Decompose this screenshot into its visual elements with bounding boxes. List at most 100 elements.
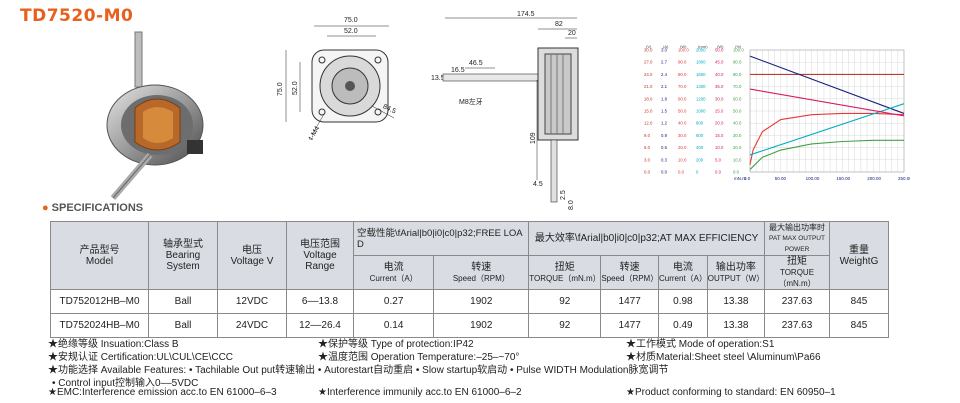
- column-unit: (A): [663, 44, 669, 49]
- note-control: • Control input控制输入0––5VDC: [52, 378, 199, 389]
- y-tick-label: 5.0: [715, 157, 722, 162]
- y-tick-label: 50.0: [678, 109, 687, 114]
- y-tick-label: 50.0: [715, 48, 724, 53]
- specifications-label: SPECIFICATIONS: [51, 202, 144, 214]
- note-certification: ★安规认证 Certification:UL\CUL\CE\CCC: [48, 352, 234, 363]
- y-tick-label: 30.0: [678, 133, 687, 138]
- note-standard: ★Product conforming to standard: EN 6095…: [626, 387, 836, 398]
- y-tick-label: 0.0: [644, 170, 651, 175]
- series-line-5: [749, 139, 904, 170]
- y-tick-label: 0.0: [661, 170, 668, 175]
- y-tick-label: 0.3: [661, 157, 668, 162]
- note-mode: ★工作模式 Mode of operation:S1: [626, 339, 775, 350]
- y-tick-label: 800: [696, 121, 704, 126]
- column-unit: (rpm): [698, 44, 708, 49]
- motor-photo: [106, 31, 204, 200]
- note-protection: ★保护等级 Type of protection:IP42: [318, 339, 474, 350]
- y-tick-label: 2.7: [661, 60, 668, 65]
- col-free-load: 空载性能\fArial|b0|i0|c0|p32;FREE LOAD: [352, 221, 530, 256]
- y-tick-label: 1600: [696, 72, 706, 77]
- dim-shaft1: 46.5: [469, 60, 483, 67]
- y-tick-label: 0.0: [715, 170, 722, 175]
- dim-body: 82: [555, 21, 563, 28]
- y-tick-label: 0.0: [733, 170, 740, 175]
- product-title: TD7520-M0: [20, 6, 134, 26]
- y-tick-label: 80.0: [733, 72, 742, 77]
- note-insulation: ★绝缘等级 Insuation:Class B: [48, 339, 179, 350]
- y-tick-label: 2000: [696, 48, 706, 53]
- y-tick-label: 50.0: [733, 109, 742, 114]
- dim-t1: 2.5: [560, 190, 567, 200]
- y-tick-label: 30.0: [715, 96, 724, 101]
- y-tick-label: 24.0: [644, 72, 653, 77]
- column-unit: (V): [646, 44, 652, 49]
- y-tick-label: 20.0: [715, 121, 724, 126]
- y-tick-label: 90.0: [733, 60, 742, 65]
- dim-tip: 4.5: [533, 181, 543, 188]
- series-line-3: [749, 103, 905, 156]
- y-tick-label: 70.0: [678, 84, 687, 89]
- x-tick-label: 150.00: [836, 176, 850, 181]
- y-tick-label: 30.0: [733, 133, 742, 138]
- y-tick-label: 2.1: [661, 84, 668, 89]
- y-tick-label: 40.0: [733, 121, 742, 126]
- dim-shaft3: 13.5: [431, 75, 445, 82]
- y-tick-label: 6.0: [644, 145, 651, 150]
- y-tick-label: 0.9: [661, 133, 668, 138]
- y-tick-label: 200: [696, 157, 704, 162]
- dim-height-52: 52.0: [292, 81, 299, 95]
- series-line-2: [749, 112, 905, 165]
- dim-total: 174.5: [517, 11, 535, 18]
- y-tick-label: 1800: [696, 60, 706, 65]
- plot-frame: [749, 49, 905, 173]
- y-tick-label: 1400: [696, 84, 706, 89]
- y-tick-label: 10.0: [678, 157, 687, 162]
- y-tick-label: 25.0: [715, 109, 724, 114]
- specifications-heading: ●SPECIFICATIONS: [42, 202, 143, 214]
- y-tick-label: 9.0: [644, 133, 651, 138]
- performance-chart: VoltageCurrentPinSpeedPoutEff(V)(A)(W)(r…: [644, 44, 910, 181]
- y-tick-label: 15.0: [715, 133, 724, 138]
- y-tick-label: 60.0: [678, 96, 687, 101]
- y-tick-label: 21.0: [644, 84, 653, 89]
- dim-gap: 20: [568, 30, 576, 37]
- column-unit: (W): [717, 44, 724, 49]
- y-tick-label: 15.0: [644, 109, 653, 114]
- y-tick-label: 35.0: [715, 84, 724, 89]
- y-tick-label: 100.0: [678, 48, 689, 53]
- note-emc: ★EMC:Interference emission acc.to EN 610…: [48, 387, 277, 398]
- y-tick-label: 0: [696, 170, 699, 175]
- column-unit: (%): [735, 44, 742, 49]
- front-view-drawing: 75.0 52.0 75.0 52.0 84.5 4-M4: [277, 17, 397, 140]
- col-max-efficiency: 最大效率\fArial|b0|i0|c0|p32;AT MAX EFFICIEN…: [528, 221, 765, 256]
- column-unit: (W): [680, 44, 687, 49]
- dim-t2: 8.0: [568, 200, 575, 210]
- y-tick-label: 1.5: [661, 109, 668, 114]
- y-tick-label: 20.0: [678, 145, 687, 150]
- y-tick-label: 40.0: [715, 72, 724, 77]
- y-tick-label: 1.2: [661, 121, 668, 126]
- y-tick-label: 100.0: [733, 48, 744, 53]
- dim-width-52: 52.0: [344, 28, 358, 35]
- dim-holes: 4-M4: [307, 125, 321, 140]
- y-tick-label: 10.0: [715, 145, 724, 150]
- series-line-1: [749, 55, 905, 114]
- side-view-drawing: 174.5 82 20 46.5 16.5 13.5 M8左牙 109 4.5 …: [431, 11, 579, 210]
- y-tick-label: 0.6: [661, 145, 668, 150]
- y-tick-label: 27.0: [644, 60, 653, 65]
- y-tick-label: 0.0: [678, 170, 685, 175]
- y-tick-label: 60.0: [733, 96, 742, 101]
- x-tick-label: 200.00: [867, 176, 881, 181]
